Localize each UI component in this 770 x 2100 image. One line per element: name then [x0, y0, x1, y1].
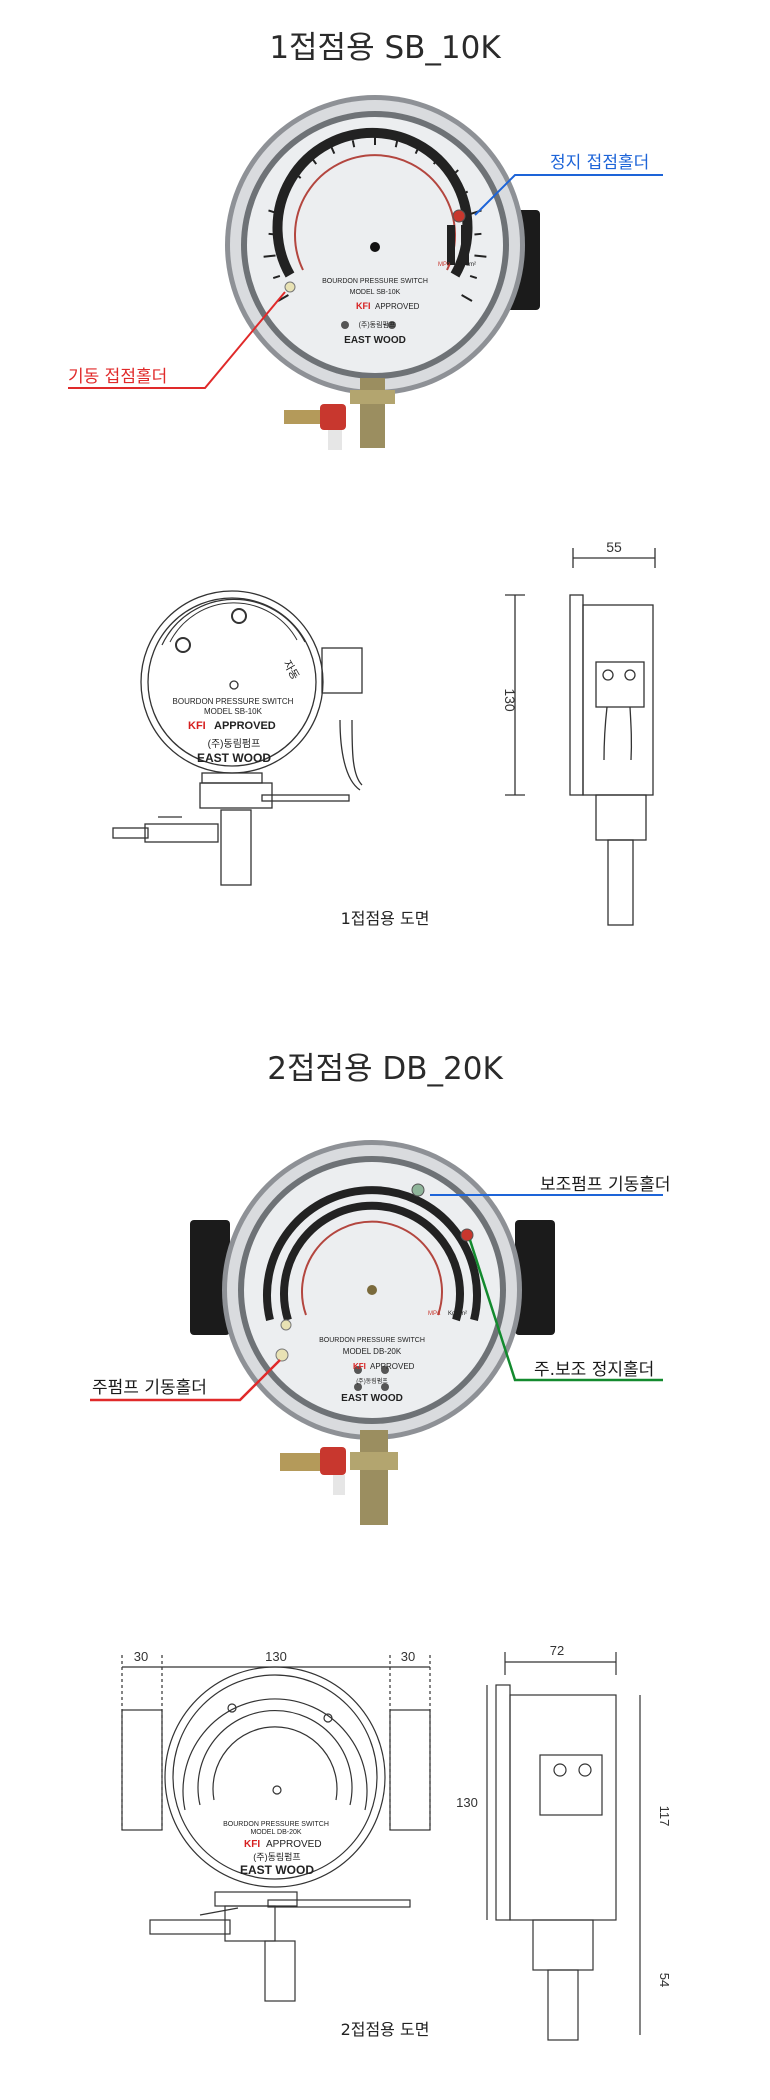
gauge1-tick [448, 169, 459, 179]
drawing1-approved: APPROVED [214, 720, 276, 732]
section1-title: 1접점용 SB_10K [269, 30, 501, 66]
gauge2-brand: EAST WOOD [341, 1393, 403, 1404]
drawing2-line2: MODEL DB-20K [250, 1829, 301, 1836]
dim-depth-72: 72 [550, 1643, 564, 1658]
dim-height-130: 130 [502, 688, 518, 712]
dim-54: 54 [657, 1973, 672, 1987]
gauge1-tick [291, 169, 302, 179]
section2-title: 2접점용 DB_20K [267, 1051, 503, 1087]
dim-mid-130: 130 [265, 1649, 287, 1664]
drawing2-maker: (주)동림펌프 [253, 1851, 300, 1862]
gauge1-line2: MODEL SB-10K [350, 289, 401, 296]
sb10k-drawing: 55 130 BOURDON PRESSURE SWITCH MODEL SB-… [112, 539, 656, 926]
gauge1-tick [461, 294, 473, 302]
drawing1-line2: MODEL SB-10K [204, 707, 263, 716]
callout-main-pump-start: 주펌프 기동홀더 [92, 1378, 207, 1398]
drawing1-line1: BOURDON PRESSURE SWITCH [173, 697, 294, 706]
gauge1-brand: EAST WOOD [344, 335, 406, 346]
gauge2-line1: BOURDON PRESSURE SWITCH [319, 1337, 425, 1344]
dim-117: 117 [657, 1806, 672, 1827]
callout-start-contact: 기동 접점홀더 [68, 367, 168, 387]
gauge1-tick [469, 274, 478, 280]
gauge2-unit-mpa: MPa [428, 1311, 441, 1317]
dim-height-130-2: 130 [456, 1795, 478, 1810]
gauge2-approved: APPROVED [370, 1362, 415, 1371]
drawing2-brand: EAST WOOD [240, 1863, 314, 1877]
gauge1-tick [268, 209, 281, 216]
gauge2-unit-kg: Kg/cm² [448, 1311, 467, 1317]
drawing2-approved: APPROVED [266, 1839, 322, 1850]
gauge1-tick [432, 157, 439, 165]
gauge1-tick [351, 140, 356, 148]
section2-caption: 2접점용 도면 [340, 2020, 430, 2039]
gauge1-tick [272, 274, 281, 280]
gauge1-tick [328, 142, 336, 155]
gauge1-tick [263, 254, 276, 258]
gauge1-kfi: KFI [356, 301, 371, 311]
gauge1-tick [461, 190, 469, 196]
gauge1-maker: (주)동림펌프 [359, 320, 396, 329]
drawing1-arc-label: 자동 [280, 658, 301, 682]
drawing2-kfi: KFI [244, 1839, 260, 1850]
drawing1-maker: (주)동림펌프 [208, 738, 261, 750]
gauge1-tick [474, 232, 482, 236]
dim-left-30: 30 [134, 1649, 148, 1664]
gauge1-unit-kg: Kg/cm² [457, 262, 476, 268]
drawing1-brand: EAST WOOD [197, 751, 271, 765]
gauge2-kfi: KFI [353, 1362, 366, 1371]
sb10k-gauge-photo: BOURDON PRESSURE SWITCH MODEL SB-10K KFI… [68, 95, 663, 450]
gauge1-tick [394, 140, 399, 148]
section1-caption: 1접점용 도면 [340, 909, 430, 928]
gauge1-line1: BOURDON PRESSURE SWITCH [322, 278, 428, 285]
callout-main-aux-stop: 주.보조 정지홀더 [534, 1360, 655, 1380]
dim-width-55: 55 [606, 539, 622, 555]
db20k-drawing: 30 130 30 72 130 117 54 BOURDON PRESSURE… [121, 1643, 672, 2041]
gauge1-tick [277, 294, 289, 302]
gauge1-tick [281, 190, 289, 196]
gauge1-tick [414, 142, 422, 155]
db20k-gauge-photo: BOURDON PRESSURE SWITCH MODEL DB-20K KFI… [90, 1140, 663, 1525]
callout-aux-pump-start: 보조펌프 기동홀더 [540, 1175, 671, 1195]
gauge1-tick [268, 232, 276, 236]
drawing1-kfi: KFI [188, 720, 206, 732]
gauge1-unit-mpa: MPa [438, 262, 451, 268]
gauge1-tick [474, 254, 487, 258]
drawing2-line1: BOURDON PRESSURE SWITCH [223, 1821, 329, 1828]
gauge2-maker: (주)동림펌프 [356, 1377, 388, 1385]
gauge2-line2: MODEL DB-20K [343, 1347, 402, 1356]
gauge1-approved: APPROVED [375, 302, 420, 311]
callout-stop-contact: 정지 접점홀더 [550, 153, 650, 173]
dim-right-30: 30 [401, 1649, 415, 1664]
gauge1-tick [311, 157, 318, 165]
